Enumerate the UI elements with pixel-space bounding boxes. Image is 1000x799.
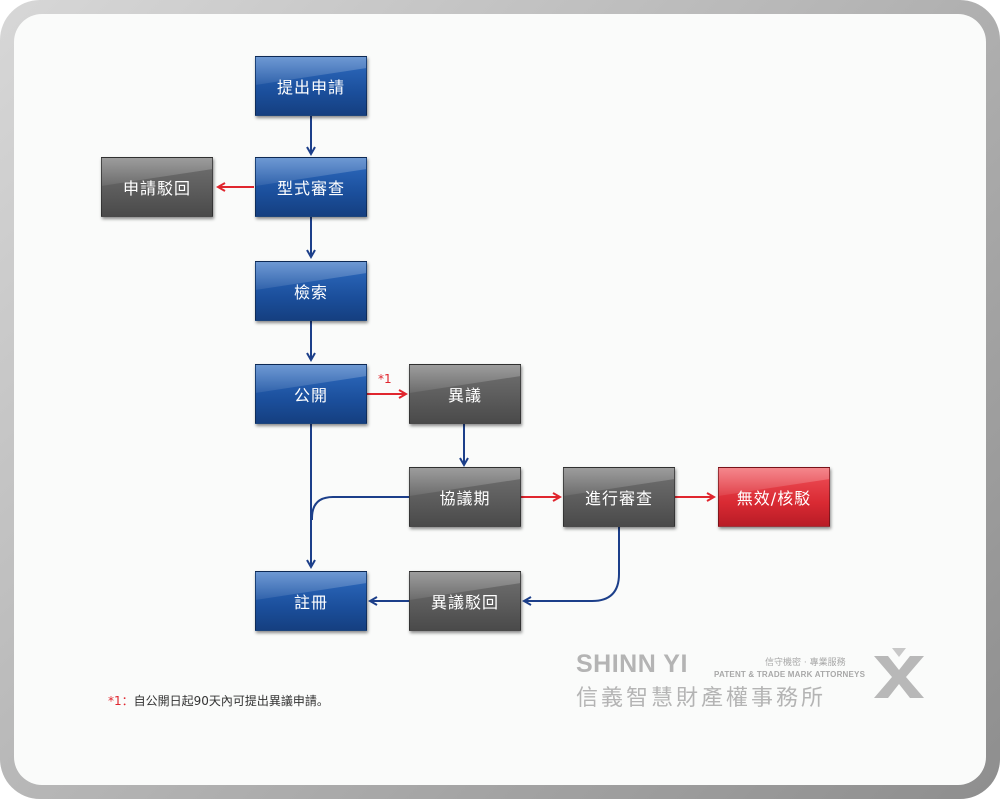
node-apply: 提出申請: [255, 56, 367, 116]
edge-negotiation-to-registration: [311, 496, 409, 520]
node-opposition: 異議: [409, 364, 521, 424]
node-registration: 註冊: [255, 571, 367, 631]
node-review: 進行審查: [563, 467, 675, 527]
node-opposition-rejected: 異議駁回: [409, 571, 521, 631]
footnote: *1：自公開日起90天內可提出異議申請。: [108, 692, 329, 709]
node-search: 檢索: [255, 261, 367, 321]
brand-tagline-en: PATENT & TRADE MARK ATTORNEYS: [714, 670, 866, 679]
footnote-mark: *1：: [108, 694, 134, 708]
brand-name-cn: 信義智慧財產權事務所: [576, 686, 827, 711]
footnote-text: 自公開日起90天內可提出異議申請。: [133, 694, 329, 708]
node-invalid: 無效/核駁: [718, 467, 830, 527]
node-apply-rejected: 申請駁回: [101, 157, 213, 217]
node-publication: 公開: [255, 364, 367, 424]
annotation-marker: *1: [378, 372, 392, 386]
brand-tagline-cn: 信守機密 · 專業服務: [765, 658, 846, 668]
logo-icon: [874, 648, 924, 698]
node-negotiation-period: 協議期: [409, 467, 521, 527]
edge-review-to-opp-rejected: [524, 527, 620, 601]
brand-name-en: SHINN YI: [576, 650, 688, 678]
node-formal-review: 型式審查: [255, 157, 367, 217]
